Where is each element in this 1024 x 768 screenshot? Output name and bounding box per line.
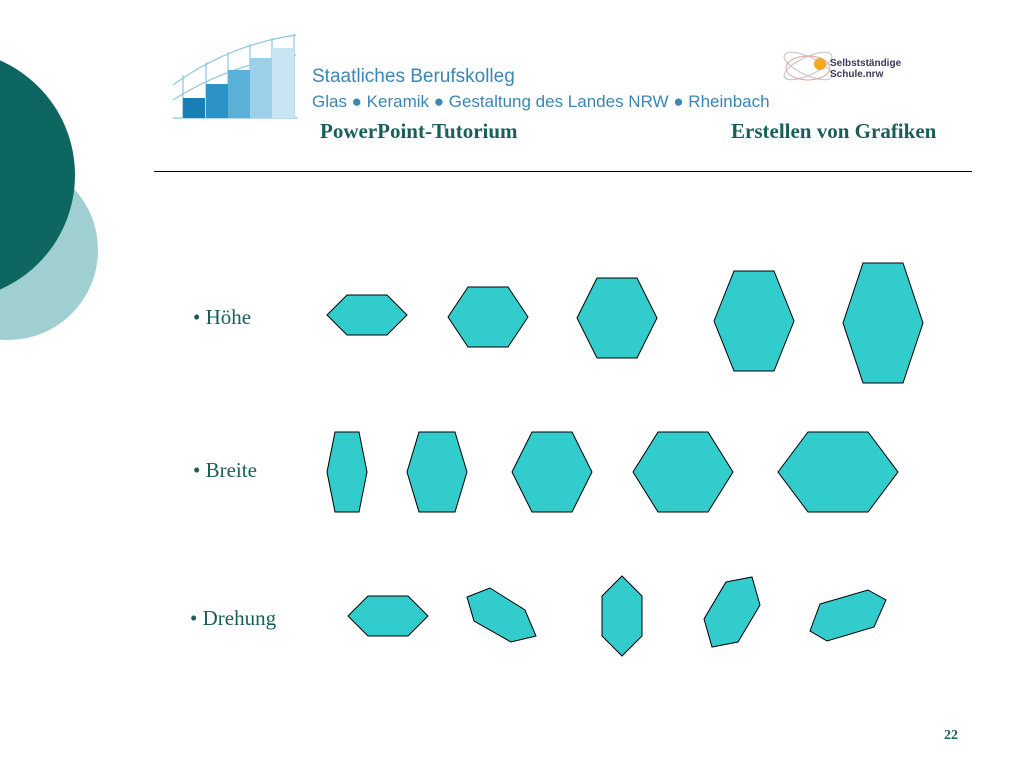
hexagon-rotation-5-shape	[809, 589, 887, 642]
hexagon-height-1-shape	[326, 294, 408, 336]
hexagon-rotation-1-shape	[347, 595, 429, 637]
badge-line1: Selbstständige	[830, 58, 902, 69]
hexagon-rotation-3-shape	[601, 575, 643, 657]
left-decoration	[0, 60, 98, 340]
hexagon-width-4-shape	[632, 431, 734, 513]
label-breite: • Breite	[193, 458, 257, 482]
badge-line2: Schule.nrw	[830, 69, 884, 80]
school-name-line2: Glas ● Keramik ● Gestaltung des Landes N…	[312, 92, 770, 111]
label-drehung: • Drehung	[190, 606, 277, 630]
hexagon-width-2-shape	[406, 431, 468, 513]
hexagon-height-3-shape	[576, 277, 658, 359]
page-title: PowerPoint-Tutorium	[320, 119, 518, 143]
hexagon-height-2-shape	[447, 286, 529, 348]
label-hoehe: • Höhe	[193, 305, 252, 329]
hexagon-width-3-shape	[511, 431, 593, 513]
hexagon-rotation-2-shape	[466, 587, 537, 643]
school-logo-graphic	[172, 34, 298, 119]
deco-dark-circle	[0, 60, 75, 290]
selbststaendige-schule-logo	[783, 51, 833, 81]
page-subtitle: Erstellen von Grafiken	[731, 119, 937, 143]
hexagon-height-4-shape	[713, 270, 795, 372]
hexagon-width-5-shape	[777, 431, 899, 513]
hexagon-rotation-4-shape	[703, 576, 761, 648]
hexagon-width-1-shape	[326, 431, 368, 513]
header-divider	[154, 171, 972, 172]
page-number: 22	[944, 728, 958, 743]
school-name-line1: Staatliches Berufskolleg	[312, 66, 515, 87]
selbststaendige-schule-text: Selbstständige Schule.nrw	[830, 58, 901, 80]
hexagon-height-5-shape	[842, 262, 924, 384]
